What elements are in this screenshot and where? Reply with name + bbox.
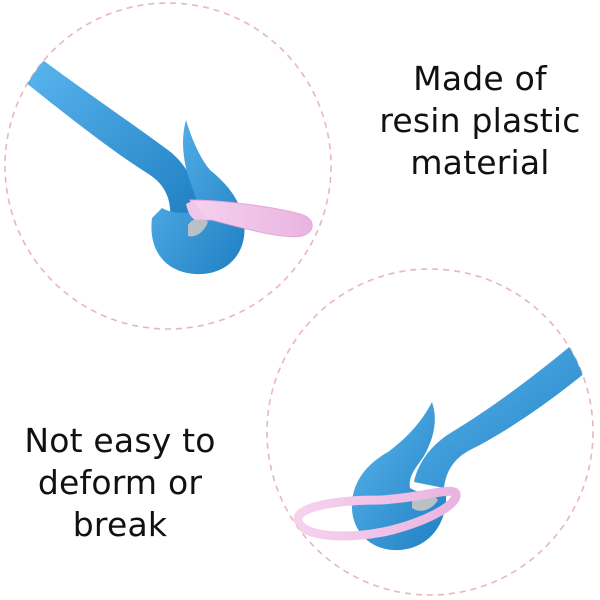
band-remover-tool-icon [20,58,245,275]
band-remover-tool-icon [351,338,593,551]
caption-top-line-3: material [410,143,550,182]
bottom-dashed-circle [266,268,594,596]
top-dashed-circle [4,2,332,330]
caption-bottom-line-1: Not easy to [24,421,216,460]
caption-top-line-2: resin plastic [379,101,581,140]
caption-resin-material: Made of resin plastic material [360,58,600,184]
caption-durability: Not easy to deform or break [0,420,240,546]
caption-top-line-1: Made of [413,59,547,98]
caption-bottom-line-3: break [72,505,168,544]
elastic-band-icon [293,486,461,541]
caption-bottom-line-2: deform or [37,463,203,502]
elastic-band-icon [186,199,313,238]
